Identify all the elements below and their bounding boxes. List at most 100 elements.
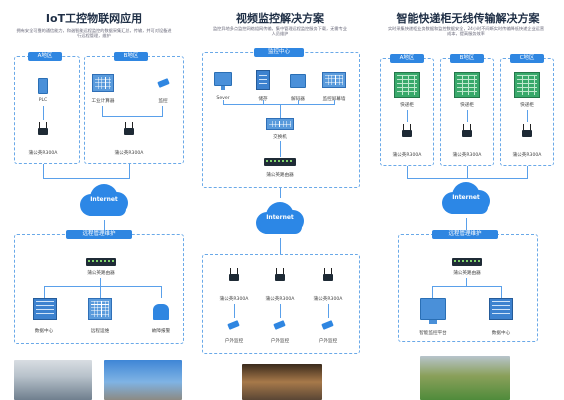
iot-drop-1 (44, 286, 45, 298)
router-device-icon (264, 158, 296, 166)
video-router1-label: 蒲公英R300A (219, 297, 249, 302)
monitor-wall-icon (322, 72, 346, 88)
video-wall-label: 监控屏幕墙 (314, 96, 354, 102)
video-router-center-label: 蒲公英路由器 (266, 173, 294, 178)
router-icon (461, 124, 473, 137)
video-cloud-downlink (280, 238, 281, 254)
video-cam-link-3 (328, 304, 329, 318)
iot-uplink-b (129, 164, 130, 178)
router-icon (521, 124, 533, 137)
video-switch-label: 交换机 (273, 135, 287, 140)
router-icon (228, 268, 240, 281)
locker-router-b-label: 蒲公英R300A (452, 153, 482, 158)
iot-uplink-a (43, 164, 44, 178)
locker-internet-label: Internet (452, 194, 480, 201)
locker-drop-1 (432, 286, 433, 298)
internet-cloud: Internet (250, 198, 310, 238)
iot-center-bar (44, 286, 162, 287)
video-title: 视频监控解决方案 (236, 12, 324, 25)
plc-label: PLC (38, 98, 48, 103)
iot-monitor-label: 监控 (158, 99, 168, 104)
video-cam-link-2 (280, 304, 281, 318)
iot-drop-3 (161, 286, 162, 298)
video-decoder-label: 解码器 (280, 96, 316, 102)
iot-region-b-tag: B地区 (114, 52, 148, 61)
locker-c-label: 快递柜 (520, 103, 534, 108)
video-top-bar (223, 104, 335, 105)
locker-uplink-bar (407, 178, 528, 179)
router-icon (401, 124, 413, 137)
iot-region-b-box (84, 56, 184, 164)
iot-b-connector-bar (102, 116, 163, 117)
locker-remote-tag: 远程管理维护 (432, 230, 498, 239)
iot-router-center-label: 蒲公英路由器 (87, 271, 115, 276)
iot-region-a-tag: A地区 (28, 52, 62, 61)
locker-remote-box (398, 234, 538, 342)
iot-internet-label: Internet (90, 196, 118, 203)
storage-icon (256, 70, 270, 90)
locker-uplink-a (407, 166, 408, 178)
router-device-icon (86, 258, 116, 266)
iot-fault-alarm-label: 故障报警 (151, 329, 171, 334)
locker-a-connector (407, 110, 408, 122)
iot-router-b-label: 蒲公英R300A (114, 151, 144, 156)
router-device-icon (452, 258, 482, 266)
video-site-box (202, 254, 360, 354)
server-icon (214, 72, 232, 90)
internet-cloud: Internet (436, 178, 496, 218)
locker-data-center-label: 数据中心 (491, 331, 511, 336)
locker-c-connector (527, 110, 528, 122)
locker-b-connector (467, 110, 468, 122)
plc-icon (38, 78, 48, 94)
video-cam3-label: 户外监控 (318, 339, 338, 344)
video-router-link (280, 141, 281, 157)
locker-router-center-label: 蒲公英路由器 (453, 271, 481, 276)
iot-b-connector-left (102, 106, 103, 116)
video-center-tag: 监控中心 (254, 48, 304, 57)
iot-region-a-box (14, 56, 80, 164)
locker-cloud-downlink (466, 218, 467, 232)
locker-a-label: 快递柜 (400, 103, 414, 108)
locker-b-label: 快递柜 (460, 103, 474, 108)
iot-uplink-bar (43, 178, 130, 179)
locker-center-bar (432, 286, 502, 287)
locker-center-drop (466, 278, 467, 286)
locker-uplink-b (467, 166, 468, 178)
locker-street-photo (420, 356, 510, 400)
locker-region-c-tag: C地区 (510, 54, 544, 63)
locker-uplink-c (527, 166, 528, 178)
iot-remote-ops-label: 远程运维 (90, 329, 110, 334)
router-icon (37, 122, 49, 135)
video-internet-label: Internet (266, 214, 294, 221)
video-server-label: Sever (216, 96, 230, 101)
iot-cloud-downlink (104, 220, 105, 232)
alarm-icon (153, 304, 169, 320)
locker-region-a-tag: A地区 (390, 54, 424, 63)
locker-icon (514, 72, 540, 98)
mall-photo (242, 364, 322, 400)
locker-drop-2 (501, 286, 502, 298)
locker-platform-label: 智能监控平台 (419, 331, 447, 336)
data-center-icon (489, 298, 513, 320)
locker-icon (454, 72, 480, 98)
video-router3-label: 蒲公英R300A (313, 297, 343, 302)
iot-data-center-label: 数据中心 (34, 329, 54, 334)
router-icon (322, 268, 334, 281)
video-cam1-label: 户外监控 (224, 339, 244, 344)
video-cam-link-1 (234, 304, 235, 318)
iot-b-connector-right (162, 106, 163, 116)
locker-description: 实时采集快递柜业务数据和监控数据安全，24小时不间断实时传输降低快递企业运营成本… (387, 26, 545, 37)
video-top-drop-2 (263, 100, 264, 105)
iot-center-drop (100, 278, 101, 286)
iot-title: IoT工控物联网应用 (45, 12, 143, 25)
video-top-drop-1 (223, 100, 224, 105)
router-icon (274, 268, 286, 281)
video-cam2-label: 户外监控 (270, 339, 290, 344)
locker-icon (394, 72, 420, 98)
remote-ops-icon (88, 298, 112, 320)
refinery-photo (104, 360, 182, 400)
locker-region-b-tag: B地区 (450, 54, 484, 63)
data-center-icon (33, 298, 57, 320)
locker-router-c-label: 蒲公英R300A (512, 153, 542, 158)
video-router2-label: 蒲公英R300A (265, 297, 295, 302)
